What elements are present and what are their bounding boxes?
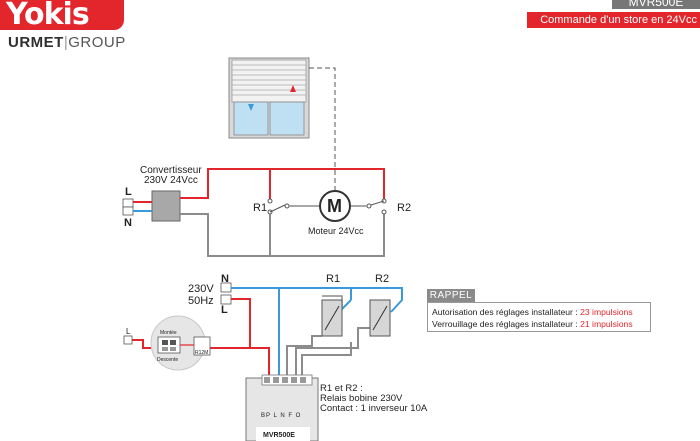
rappel-header: RAPPEL xyxy=(427,289,475,302)
roller-shutter-window-icon xyxy=(228,57,310,139)
rappel-line-1-text: Autorisation des réglages installateur : xyxy=(432,307,581,317)
relay-note-coil: Relais bobine 230V xyxy=(320,393,403,404)
motor-m-label: M xyxy=(327,196,342,216)
rappel-line-1-value: 23 impulsions xyxy=(580,307,633,317)
relay-note-title: R1 et R2 : xyxy=(320,383,363,394)
motor-symbol xyxy=(319,190,351,222)
switch-down-label: Descente xyxy=(157,357,179,363)
d2-relay-r1-label: R1 xyxy=(326,273,341,285)
rappel-box: Autorisation des réglages installateur :… xyxy=(427,302,651,332)
page-subtitle: Commande d'un store en 24Vcc xyxy=(527,12,700,28)
group-separator: | xyxy=(63,34,69,51)
module-r12m-label: R12M xyxy=(195,350,209,356)
d1-relay-r2-label: R2 xyxy=(397,202,412,214)
group-secondary: GROUP xyxy=(68,34,126,51)
logo-text: Yokis xyxy=(6,0,90,30)
frequency-label: 50Hz xyxy=(188,295,214,307)
motor-label: Moteur 24Vcc xyxy=(308,226,364,236)
switch-up-label: Montée xyxy=(160,330,177,336)
rappel-line-2-value: 21 impulsions xyxy=(580,319,633,329)
urmet-group-logo: URMET|GROUP xyxy=(8,34,126,51)
converter-title: Convertisseur xyxy=(140,165,202,176)
relay-note-contact: Contact : 1 inverseur 10A xyxy=(320,403,428,414)
d2-line-n-label: N xyxy=(221,273,229,285)
rappel-line-2: Verrouillage des réglages installateur :… xyxy=(432,318,646,330)
model-tag: MVR500E xyxy=(612,0,700,9)
switch-line-l-label: L xyxy=(126,327,131,336)
d2-line-l-label: L xyxy=(221,304,228,316)
rappel-line-1: Autorisation des réglages installateur :… xyxy=(432,306,646,318)
voltage-label: 230V xyxy=(188,283,214,295)
terminal-labels: BP L N F O xyxy=(261,413,302,419)
group-primary: URMET xyxy=(8,34,64,51)
d2-relay-r2-label: R2 xyxy=(375,273,390,285)
module-name-label: MVR500E xyxy=(263,432,295,439)
rappel-line-2-text: Verrouillage des réglages installateur : xyxy=(432,319,581,329)
d1-line-l-label: L xyxy=(125,186,132,198)
converter-spec: 230V 24Vcc xyxy=(144,175,198,186)
converter-block xyxy=(151,190,181,222)
yokis-logo: Yokis xyxy=(0,0,124,30)
d1-line-n-label: N xyxy=(124,217,132,229)
d1-relay-r1-label: R1 xyxy=(253,202,268,214)
